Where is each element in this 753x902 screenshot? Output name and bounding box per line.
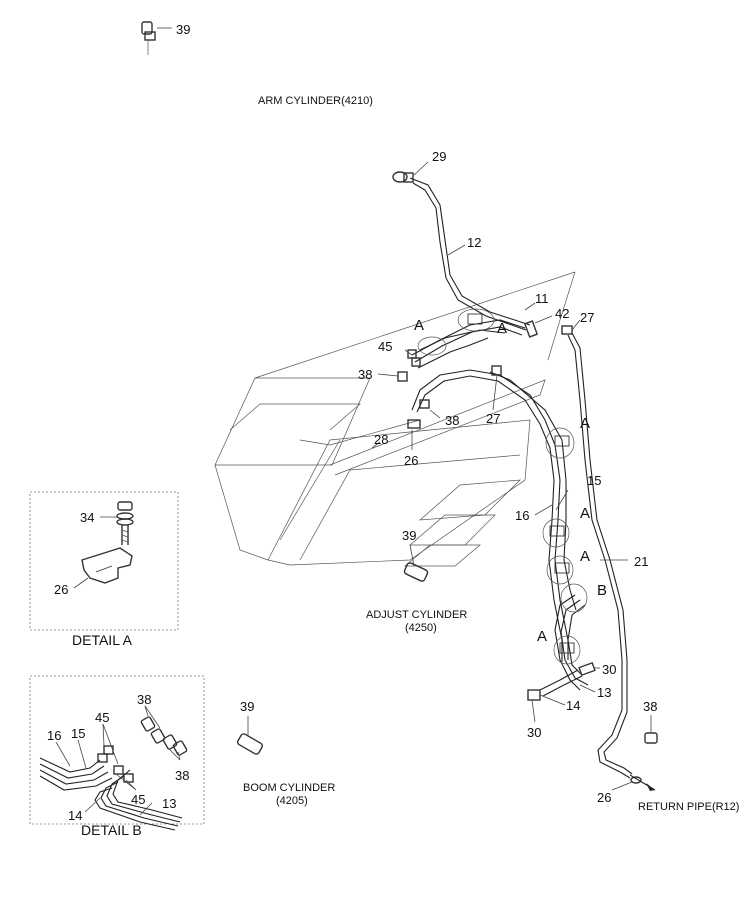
part-45-detb-top: 45	[95, 710, 109, 725]
adjust-cylinder-note-line2: (4250)	[405, 622, 437, 634]
part-34-detail: 34	[80, 510, 94, 525]
part-number-labels: 39 29 12 11 42 27 45 38 38 27 28 26 15 1…	[47, 22, 657, 823]
view-letter-a5: A	[580, 548, 590, 565]
part-39-top: 39	[176, 22, 190, 37]
part-45-main: 45	[378, 339, 392, 354]
part-26-detail: 26	[54, 582, 68, 597]
elbow-fitting-39-top	[141, 21, 156, 55]
view-letter-a1: A	[414, 317, 424, 334]
return-pipe-arrow	[629, 774, 656, 791]
detail-b-pipes	[39, 757, 183, 831]
part-16-main: 16	[515, 508, 529, 523]
fitting-30-bottom	[527, 689, 541, 701]
part-13-detb: 13	[162, 796, 176, 811]
view-letter-a3: A	[580, 415, 590, 432]
part-38-detb-right: 38	[175, 768, 189, 783]
fitting-45-main	[407, 349, 421, 367]
fitting-29	[392, 171, 414, 183]
detail-a-box	[29, 491, 179, 631]
fitting-27-right	[561, 325, 573, 335]
elbow-fitting-39-mid	[403, 562, 429, 582]
upper-manifold-pipes	[411, 319, 526, 369]
clamp-a3	[549, 525, 565, 537]
view-letter-a6: A	[537, 628, 547, 645]
cap-38-right	[644, 732, 658, 744]
view-letter-labels: A A A A A A B	[414, 317, 607, 645]
detail-b-title: DETAIL B	[81, 822, 142, 838]
detail-b-fittings	[97, 716, 188, 783]
part-39-mid: 39	[402, 528, 416, 543]
part-12: 12	[467, 235, 481, 250]
clamp-oval-a5	[553, 635, 581, 665]
clamp-group	[417, 308, 588, 665]
part-30-bottom: 30	[527, 725, 541, 740]
clip-26-bottom	[630, 776, 642, 784]
part-38-detb-top: 38	[137, 692, 151, 707]
detail-titles: DETAIL A DETAIL B	[72, 632, 142, 838]
boom-structure	[214, 271, 576, 567]
clamp-a2	[554, 435, 570, 447]
clamp-oval-a2	[545, 427, 575, 459]
part-28: 28	[374, 432, 388, 447]
pipe-21	[567, 332, 633, 779]
cylinder-notes: ARM CYLINDER(4210) ADJUST CYLINDER (4250…	[243, 95, 739, 813]
part-45-detb-bottom: 45	[131, 792, 145, 807]
clamp-26-detail	[81, 547, 133, 584]
detail-a-panel	[29, 491, 179, 631]
part-26-bottom: 26	[597, 790, 611, 805]
clamp-a5	[559, 642, 575, 654]
part-26-main: 26	[404, 453, 418, 468]
part-11: 11	[535, 291, 549, 306]
detail-b-panel	[29, 675, 205, 831]
fittings	[141, 21, 658, 784]
part-29: 29	[432, 149, 446, 164]
pipe-12	[409, 177, 531, 331]
clip-26-main	[407, 419, 421, 429]
adjust-cylinder-note-line1: ADJUST CYLINDER	[366, 609, 467, 621]
view-letter-a2: A	[497, 320, 507, 337]
detail-b-leaders	[55, 705, 181, 816]
boom-cylinder-note-line1: BOOM CYLINDER	[243, 782, 335, 794]
part-42: 42	[555, 306, 569, 321]
part-39-bottom: 39	[240, 699, 254, 714]
clamp-a4	[554, 562, 570, 574]
leader-lines	[157, 27, 652, 791]
fitting-42	[523, 320, 539, 338]
cap-38-main-mid	[419, 399, 430, 409]
arm-cylinder-note: ARM CYLINDER(4210)	[258, 95, 373, 107]
clamp-oval-a4	[546, 555, 574, 585]
clamp-oval-b	[560, 583, 588, 613]
view-letter-b1: B	[597, 582, 607, 599]
part-15-detb: 15	[71, 726, 85, 741]
part-27-right: 27	[580, 310, 594, 325]
part-14-detb: 14	[68, 808, 82, 823]
return-pipe-note: RETURN PIPE(R12)	[638, 801, 739, 813]
clamp-a1	[467, 313, 483, 325]
cap-38-main-left	[397, 371, 408, 382]
detail-a-title: DETAIL A	[72, 632, 133, 648]
part-38-main-left: 38	[358, 367, 372, 382]
elbow-fitting-39-bottom	[237, 733, 263, 755]
part-16-detb: 16	[47, 728, 61, 743]
part-38-right: 38	[643, 699, 657, 714]
clamp-oval-a3	[542, 518, 570, 548]
part-14-main: 14	[566, 698, 580, 713]
detail-b-box	[29, 675, 205, 825]
part-38-main-mid: 38	[445, 413, 459, 428]
bolt-34	[116, 501, 134, 545]
part-21: 21	[634, 554, 648, 569]
fitting-30-right	[578, 661, 596, 677]
part-27-mid: 27	[486, 411, 500, 426]
boom-cylinder-note-line2: (4205)	[276, 795, 308, 807]
fitting-27-mid	[491, 365, 502, 376]
view-letter-a4: A	[580, 505, 590, 522]
clamp-oval-a6	[417, 336, 447, 356]
part-13-main: 13	[597, 685, 611, 700]
part-30-right: 30	[602, 662, 616, 677]
part-15-main: 15	[587, 473, 601, 488]
clamp-oval-a1	[457, 308, 495, 332]
